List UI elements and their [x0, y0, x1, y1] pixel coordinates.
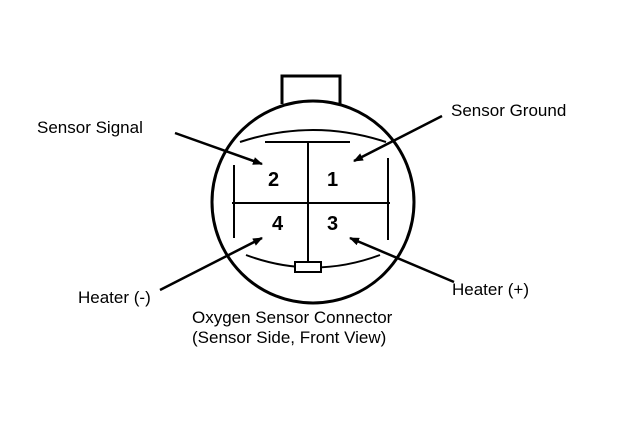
- pin-4-label: 4: [272, 213, 284, 235]
- heater-plus-label: Heater (+): [452, 280, 529, 299]
- arrow-sensor-ground: [353, 114, 443, 163]
- arrow-heater-minus: [159, 236, 263, 292]
- sensor-ground-label: Sensor Ground: [451, 101, 567, 120]
- heater-minus-label: Heater (-): [78, 288, 151, 307]
- pin-2-label: 2: [268, 169, 280, 191]
- bottom-key: [294, 261, 322, 273]
- pin-3-label: 3: [327, 213, 339, 235]
- pin-1-label: 1: [327, 169, 339, 191]
- connector-tab: [280, 74, 342, 104]
- sensor-signal-label: Sensor Signal: [37, 118, 143, 137]
- arrow-heater-plus: [349, 236, 455, 284]
- caption-line-2: (Sensor Side, Front View): [192, 327, 387, 347]
- connector-face: [233, 129, 389, 269]
- diagram-caption: Oxygen Sensor Connector (Sensor Side, Fr…: [192, 308, 392, 347]
- caption-line-1: Oxygen Sensor Connector: [192, 308, 393, 327]
- arrow-sensor-signal: [174, 131, 263, 166]
